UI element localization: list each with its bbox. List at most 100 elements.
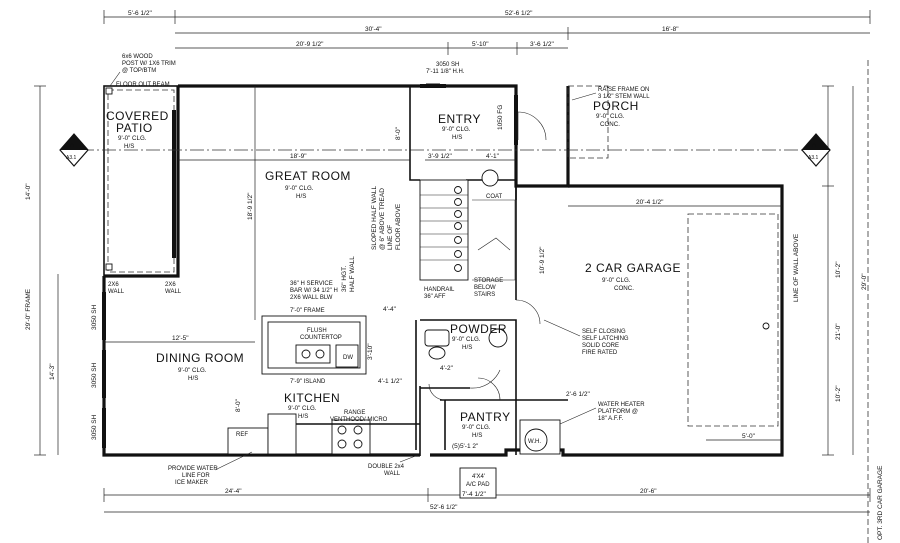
dim-top-left: 5'-6 1/2" (128, 10, 152, 17)
dining-room: DINING ROOM 9'-0" CLG. H/S 12'-5" (104, 335, 255, 382)
great-room-title: GREAT ROOM (265, 169, 351, 183)
dim-pantry-w: (5)5'-1 2" (452, 443, 479, 450)
storage-note-3: STAIRS (474, 292, 495, 298)
storage-note-2: BELOW (474, 285, 496, 291)
wh-note-1: WATER HEATER (598, 402, 645, 408)
dim-right-a: 10'-2" (835, 261, 842, 278)
dim-top-d: 5'-10" (472, 41, 489, 48)
dim-great-w: 18'-9" (290, 153, 307, 160)
porch-finish: CONC. (600, 121, 620, 128)
water-heater-label: W.H. (528, 439, 541, 445)
entry-ceiling: 9'-0" CLG. (442, 126, 471, 133)
dim-dining-w: 12'-5" (172, 335, 189, 342)
kitchen-area: DW FLUSH COUNTERTOP 7'-0" FRAME 7'-9" IS… (168, 281, 420, 486)
window-left-1: 3050 SH (91, 304, 98, 330)
dim-left-b: 14'-3" (49, 363, 56, 380)
dining-room-title: DINING ROOM (156, 351, 244, 365)
patio-wall-2x6-a: 2X6 (108, 282, 119, 288)
flush-note-2: COUNTERTOP (300, 335, 342, 341)
patio-title-1: COVERED (106, 109, 169, 123)
dim-stair-w: 4'-4" (383, 306, 397, 313)
dim-3-10: 3'-10" (367, 343, 374, 360)
dim-top-e: 3'-6 1/2" (530, 41, 554, 48)
bar-note-3: 2X6 WALL BLW (290, 295, 333, 301)
water-note-3: ICE MAKER (175, 480, 209, 486)
section-a-letter-left: A (70, 143, 74, 149)
handrail-note-1: HANDRAIL (424, 287, 455, 293)
door-note-1: SELF CLOSING (582, 329, 626, 335)
wh-note-2: PLATFORM @ (598, 409, 638, 415)
entry-finish: H/S (452, 134, 462, 141)
porch-ceiling: 9'-0" CLG. (596, 113, 625, 120)
window-top-1: 3050 SH (436, 62, 459, 68)
range-note-2: VENTHOOD/ MICRO (330, 417, 388, 423)
entry-area: ENTRY 9'-0" CLG. H/S PORCH 9'-0" CLG. CO… (395, 85, 650, 159)
interior-walls (409, 86, 568, 456)
raise-note-1: RAISE FRAME ON (598, 87, 649, 93)
storage-note-1: STORAGE (474, 278, 503, 284)
bar-note-1: 36" H SERVICE (290, 281, 333, 287)
sloped-note-2: @ 6" ABOVE TREAD (379, 188, 386, 250)
patio-ceiling: 9'-0" CLG. (118, 135, 147, 142)
section-a-sheet-right: A3.1 (808, 155, 819, 161)
frame-note: 7'-0" FRAME (290, 308, 325, 314)
covered-patio: COVERED PATIO 9'-0" CLG. H/S 6x6 WOOD PO… (105, 54, 182, 295)
powder-ceiling: 9'-0" CLG. (452, 336, 481, 343)
kitchen-title: KITCHEN (284, 391, 340, 405)
coat-label: COAT (486, 194, 503, 200)
dim-top-a: 30'-4" (365, 26, 382, 33)
window-top-2: 7'-11 1/8" H.H. (426, 69, 465, 75)
water-note-2: LINE FOR (182, 473, 210, 479)
kitchen-finish: H/S (298, 413, 308, 420)
half-wall-note-2: HALF WALL (349, 256, 356, 292)
porch-title: PORCH (593, 99, 639, 113)
raise-note-2: 3 1/2" STEM WALL (598, 94, 650, 100)
great-room-finish: H/S (296, 193, 306, 200)
section-line: A A3.1 A A3.1 (59, 133, 831, 167)
stair-area: COAT STORAGE BELOW STAIRS HANDRAIL 36" A… (341, 153, 516, 300)
handrail-note-2: 36" AFF (424, 294, 446, 300)
powder-room: POWDER 9'-0" CLG. H/S 4'-2" (424, 322, 508, 389)
post-note-3: @ TOP/BTM (122, 68, 156, 74)
dining-room-ceiling: 9'-0" CLG. (178, 367, 207, 374)
ac-note-2: A/C PAD (466, 482, 490, 488)
dim-bot-left: 24'-4" (225, 488, 242, 495)
double-wall-note-1: DOUBLE 2x4 (368, 464, 405, 470)
patio-title-2: PATIO (116, 121, 153, 135)
section-a-letter-right: A (812, 143, 816, 149)
powder-finish: H/S (462, 344, 472, 351)
fg-door-label: 1050 FG (497, 105, 504, 130)
pantry-finish: H/S (472, 432, 482, 439)
left-dimensions: 14'-0" 29'-0" FRAME 14'-3" (25, 85, 59, 456)
dim-2-6: 2'-6 1/2" (566, 391, 590, 398)
dim-entry-w1: 3'-9 1/2" (428, 153, 452, 160)
garage-ceiling: 9'-0" CLG. (602, 277, 631, 284)
range-note-1: RANGE (344, 410, 365, 416)
dim-4-2: 4'-2" (440, 365, 454, 372)
dim-entry-w2: 4'-1" (486, 153, 500, 160)
window-left-2: 3050 SH (91, 362, 98, 388)
kitchen-ceiling: 9'-0" CLG. (288, 405, 317, 412)
dim-right-c: 10'-2" (835, 385, 842, 402)
sloped-note-4: FLOOR ABOVE (395, 203, 402, 250)
fridge-label: REF (236, 432, 248, 438)
flush-note-1: FLUSH (307, 328, 327, 334)
dim-bot-total: 52'-6 1/2" (430, 504, 458, 511)
dim-top-b: 16'-8" (662, 26, 679, 33)
great-room-ceiling: 9'-0" CLG. (285, 185, 314, 192)
right-dimensions: 10'-2" 21'-0" 10'-2" 29'-0" OPT. 3RD CAR… (822, 60, 884, 543)
garage-title: 2 CAR GARAGE (585, 261, 681, 275)
post-note-2: POST W/ 1X6 TRIM (122, 61, 176, 67)
patio-wall-2x6-b: WALL (108, 289, 125, 295)
dim-bot-g: 5'-0" (742, 433, 756, 440)
dim-top-c: 20'-9 1/2" (296, 41, 324, 48)
post-note-1: 6x6 WOOD (122, 54, 153, 60)
door-note-3: SOLID CORE (582, 343, 619, 349)
dishwasher-label: DW (343, 355, 353, 361)
wh-note-3: 18" A.F.F. (598, 416, 623, 422)
sloped-note-1: SLOPED HALF WALL (371, 186, 378, 250)
entry-title: ENTRY (438, 112, 481, 126)
door-note-4: FIRE RATED (582, 350, 618, 356)
patio-finish: H/S (124, 143, 134, 150)
